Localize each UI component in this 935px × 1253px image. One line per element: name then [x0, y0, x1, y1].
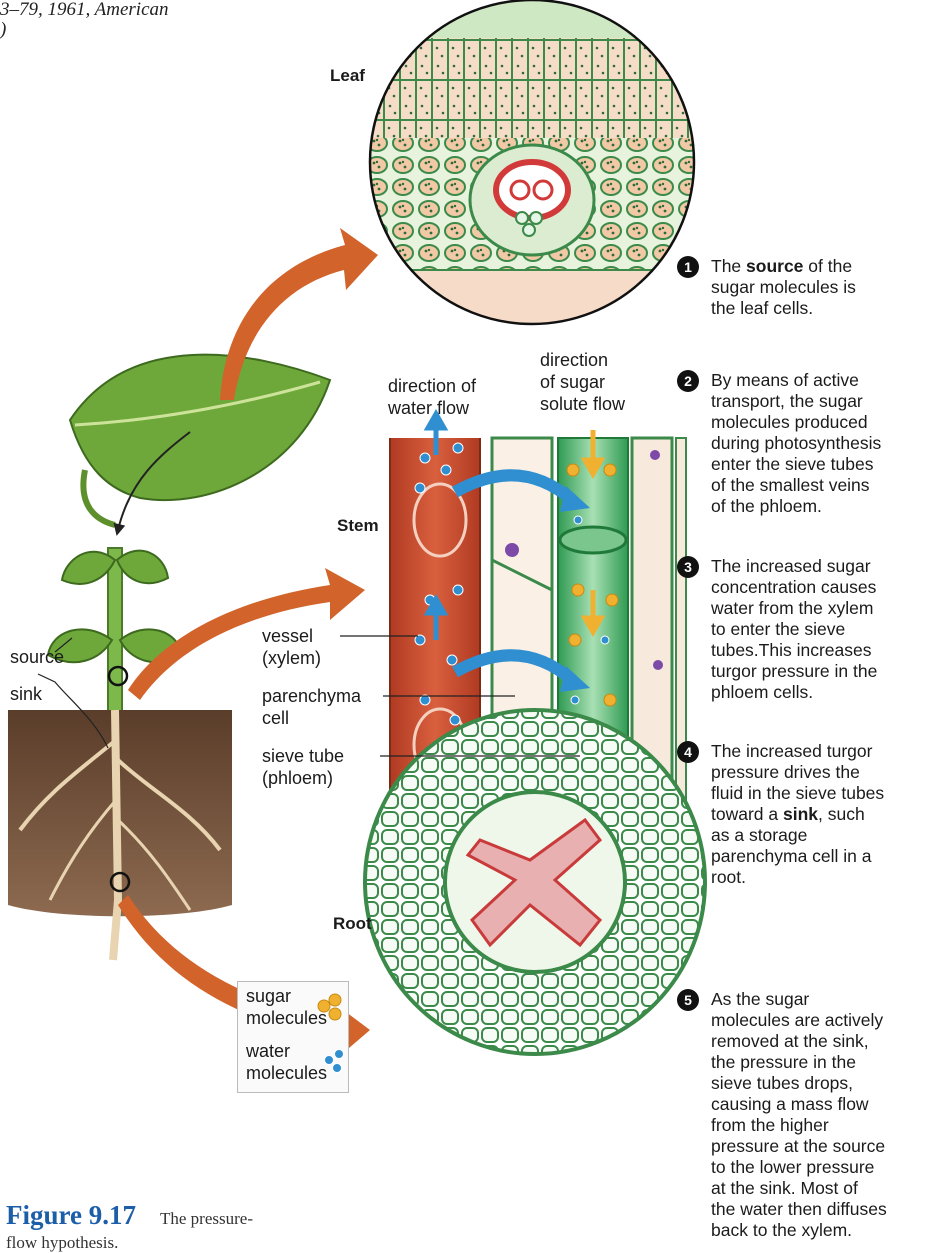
- leaf-cross-section: [370, 0, 700, 330]
- sieve-label-line2: (phloem): [262, 767, 344, 789]
- legend-water-line1: water: [246, 1040, 327, 1062]
- source-term: source: [746, 256, 803, 276]
- source-label: source: [10, 646, 64, 668]
- sink-label: sink: [10, 683, 42, 705]
- vessel-label-line2: (xylem): [262, 647, 321, 669]
- stem-panel-label: Stem: [337, 516, 379, 536]
- figure-caption: Figure 9.17 The pressure- flow hypothesi…: [6, 1200, 253, 1253]
- step-5-number: 5: [677, 989, 699, 1011]
- parenchyma-label-line1: parenchyma: [262, 685, 361, 707]
- leaf-panel-label: Leaf: [330, 66, 365, 86]
- parenchyma-label-line2: cell: [262, 707, 361, 729]
- molecule-legend: sugar molecules water molecules: [237, 981, 349, 1093]
- sieve-label-line1: sieve tube: [262, 745, 344, 767]
- step-4-number: 4: [677, 741, 699, 763]
- sugar-flow-header: direction of sugar solute flow: [540, 349, 625, 415]
- water-flow-header: direction of water flow: [388, 375, 476, 419]
- vessel-label-line1: vessel: [262, 625, 321, 647]
- legend-water-line2: molecules: [246, 1062, 327, 1084]
- legend-water-label: water molecules: [246, 1040, 327, 1084]
- water-flow-header-line1: direction of: [388, 375, 476, 397]
- sugar-flow-header-line3: solute flow: [540, 393, 625, 415]
- step-1-text: The source of the sugar molecules is the…: [711, 256, 856, 319]
- step-3-number: 3: [677, 556, 699, 578]
- water-flow-header-line2: water flow: [388, 397, 476, 419]
- figure-caption-line1: The pressure-: [160, 1209, 253, 1228]
- step-1-number: 1: [677, 256, 699, 278]
- sugar-flow-header-line1: direction: [540, 349, 625, 371]
- parenchyma-cell-label: parenchyma cell: [262, 685, 361, 729]
- sink-term: sink: [783, 804, 818, 824]
- vessel-xylem-label: vessel (xylem): [262, 625, 321, 669]
- root-panel-label: Root: [333, 914, 372, 934]
- figure-title: Figure 9.17: [6, 1200, 136, 1230]
- step-2-number: 2: [677, 370, 699, 392]
- figure-caption-line2: flow hypothesis.: [6, 1233, 253, 1253]
- sieve-tube-label: sieve tube (phloem): [262, 745, 344, 789]
- sugar-flow-header-line2: of sugar: [540, 371, 625, 393]
- step-1: 1 The source of the sugar molecules is t…: [677, 256, 927, 326]
